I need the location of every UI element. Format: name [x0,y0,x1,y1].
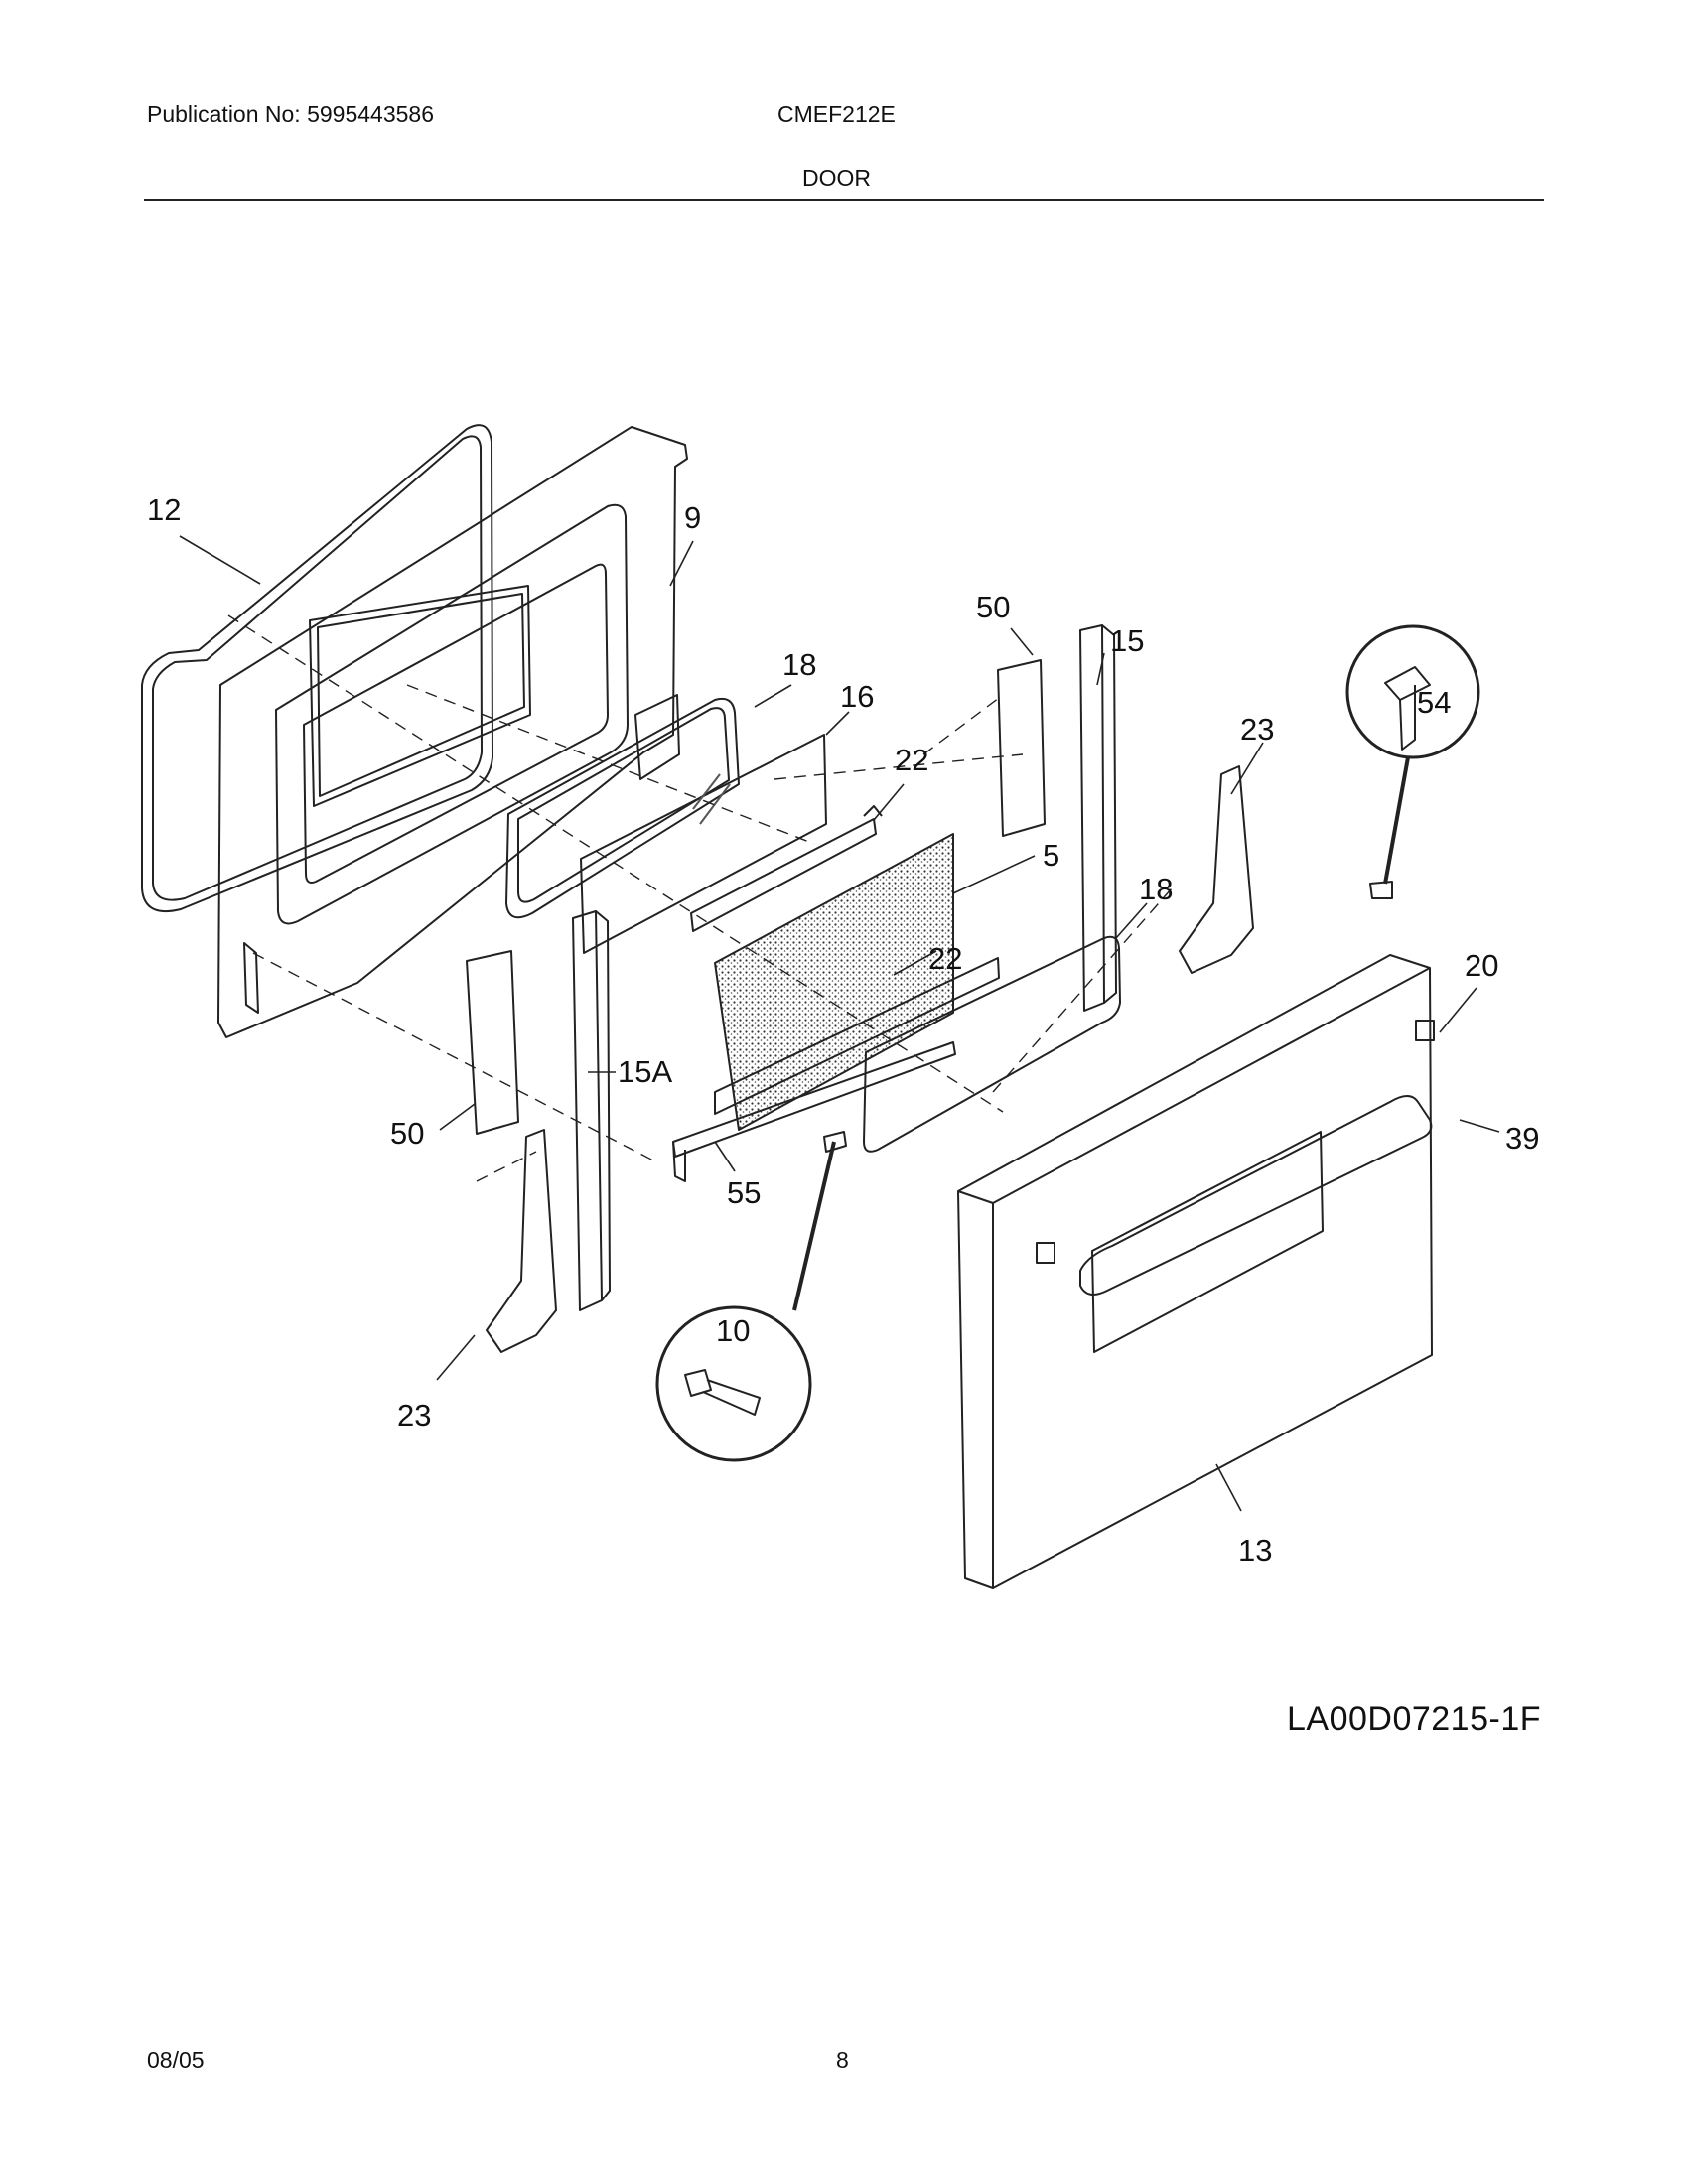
door-insulation-part [714,833,954,1131]
callout-55: 55 [727,1175,761,1210]
model-number: CMEF212E [777,101,896,127]
footer-date: 08/05 [147,2047,205,2073]
callout-12: 12 [147,492,181,527]
callout-50-top: 50 [976,590,1010,624]
glass-retainer-top-part [690,818,877,932]
callout-15a: 15A [618,1054,672,1089]
handle-cap-right-part [1415,1020,1435,1041]
callout-23-left: 23 [397,1398,431,1433]
callout-15: 15 [1110,623,1144,658]
drawing-code: LA00D07215-1F [1287,1701,1542,1738]
callout-39: 39 [1505,1121,1539,1156]
door-handle-part [1079,1095,1433,1296]
mount-bracket-left-part [466,950,519,1135]
callout-54: 54 [1417,685,1451,720]
door-channel-right-part [1079,624,1105,1012]
callout-10: 10 [716,1313,750,1348]
callout-9: 9 [684,500,701,535]
callout-13: 13 [1238,1533,1272,1568]
header-divider [144,199,1544,201]
mount-bracket-right-part [997,659,1046,837]
publication-number: Publication No: 5995443586 [147,101,435,127]
callout-18-right: 18 [1139,872,1173,906]
inner-door-liner-part [217,426,688,1038]
hinge-right-part [1179,765,1254,974]
door-channel-left-part [572,910,603,1311]
screw-10-detail [655,1305,812,1462]
section-title: DOOR [802,165,871,191]
hinge-left-part [486,1129,557,1353]
callout-20: 20 [1465,948,1498,983]
callout-22-top: 22 [895,743,928,777]
footer-page-number: 8 [836,2047,849,2073]
glass-retainer-bottom-part [714,957,1000,1115]
outer-door-panel-part [957,954,1433,1589]
callout-50-left: 50 [390,1116,424,1151]
door-gasket-part [141,424,493,913]
callout-23-right: 23 [1240,712,1274,747]
callout-18-top: 18 [782,647,816,682]
door-glass-part [580,734,827,954]
callout-16: 16 [840,679,874,714]
handle-cap-left-part [1036,1242,1055,1264]
window-gasket-lower-part [863,935,1121,1153]
callout-22-lower: 22 [928,941,962,976]
callout-5: 5 [1043,838,1059,873]
window-gasket-part [505,697,740,919]
screw-54-detail [1345,624,1480,759]
